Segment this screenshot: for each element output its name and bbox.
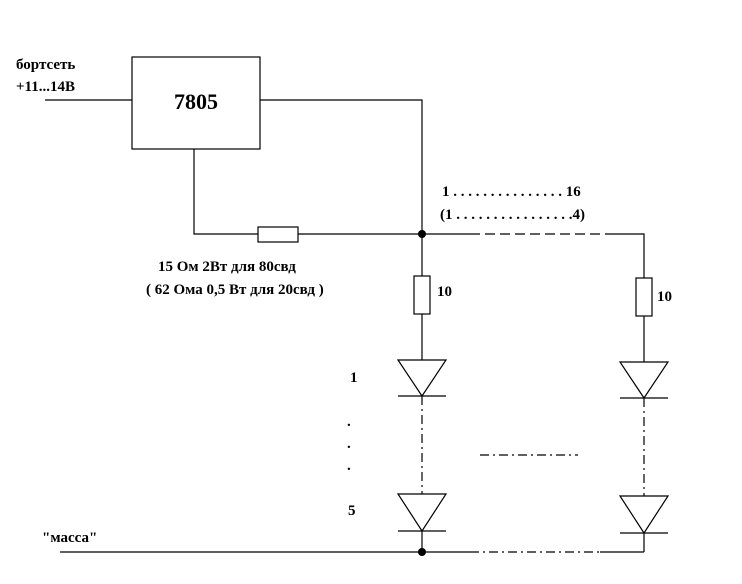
diode-ellipsis-3: . [347,458,351,474]
top-junction-dot [418,230,426,238]
right-branch-resistor [635,277,653,317]
branch-count-line2: (1 . . . . . . . . . . . . . . . .4) [440,207,585,223]
main-resistor-label-line1: 15 Ом 2Вт для 80свд [158,259,296,275]
regulator-output-wire [260,99,423,234]
top-bus-right-wire [606,233,645,278]
main-resistor [257,226,299,243]
supply-label-line2: +11...14В [16,79,75,95]
right-diode-1 [618,361,670,400]
ground-junction-dot [418,548,426,556]
diode-ellipsis-1: . [347,414,351,430]
ground-label: "масса" [42,530,97,546]
right-diode-5 [618,495,670,535]
left-branch-resistor [413,275,431,315]
right-resistor-value: 10 [657,289,672,305]
diode-first-number: 1 [350,370,358,386]
left-diode-1 [396,359,448,398]
diode-last-number: 5 [348,503,356,519]
main-resistor-label-line2: ( 62 Ома 0,5 Вт для 20свд ) [146,282,324,298]
left-resistor-value: 10 [437,284,452,300]
regulator-label: 7805 [174,89,218,114]
left-diode-5 [396,493,448,533]
supply-label-line1: бортсеть [16,57,75,73]
branch-count-line1: 1 . . . . . . . . . . . . . . . 16 [442,184,581,200]
regulator-adj-wire [193,149,258,235]
regulator-box [131,56,261,150]
wires [45,99,645,553]
regulator-7805: 7805 [131,56,261,150]
diode-ellipsis-2: . [347,436,351,452]
